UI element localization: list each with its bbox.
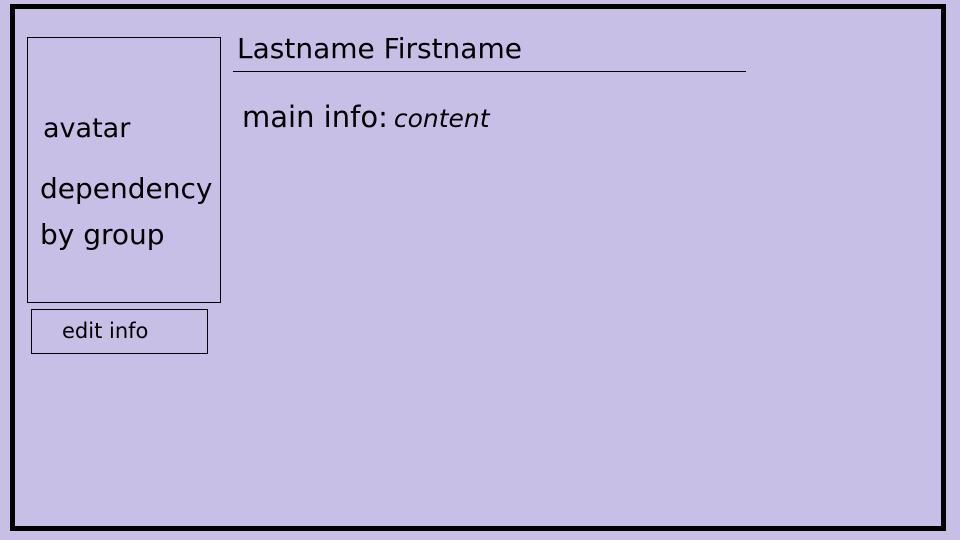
- main-info-value: content: [393, 104, 490, 133]
- profile-frame: [10, 4, 946, 531]
- edit-info-button[interactable]: edit info: [31, 309, 208, 354]
- name-underline: [233, 71, 746, 72]
- edit-info-button-label: edit info: [62, 319, 149, 343]
- main-info-label: main info:: [242, 100, 388, 134]
- avatar-placeholder: avatar: [43, 113, 131, 144]
- main-info-row: main info:content: [242, 103, 490, 132]
- avatar-panel: [27, 37, 221, 303]
- profile-name: Lastname Firstname: [237, 32, 522, 65]
- dependency-by-group-text: dependency by group: [40, 172, 213, 251]
